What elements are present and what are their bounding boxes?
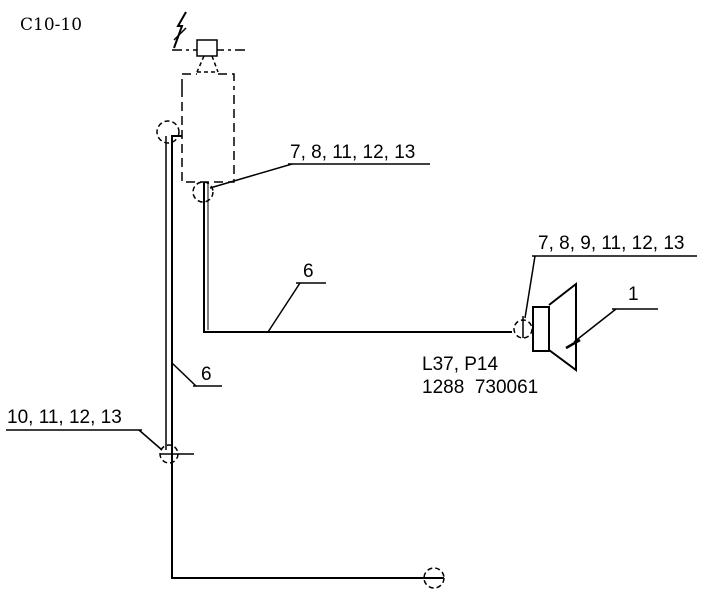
wire-to-speaker	[203, 182, 512, 333]
callout-top-fitting: 7, 8, 11, 12, 13	[209, 142, 430, 189]
callout-left-fitting-label: 10, 11, 12, 13	[7, 407, 122, 428]
figure-code: C10-10	[20, 15, 82, 35]
callout-speaker-label: 1	[628, 284, 639, 305]
callout-left-fitting: 10, 11, 12, 13	[6, 407, 163, 451]
callout-right-fitting-label: 7, 8, 9, 11, 12, 13	[538, 233, 684, 254]
wire-left-main	[171, 135, 424, 579]
module-bottom-fitting	[192, 181, 214, 203]
left-mid-fitting	[159, 444, 194, 464]
part-number-note-line2: 1288 730061	[422, 377, 538, 398]
top-connector-box	[196, 39, 218, 57]
callout-hose-upper: 6	[267, 261, 326, 333]
ground-symbol	[173, 11, 187, 49]
callout-hose-lower-label: 6	[201, 364, 212, 385]
left-top-fitting	[156, 120, 180, 144]
callout-right-fitting: 7, 8, 9, 11, 12, 13	[524, 233, 697, 319]
speaker	[532, 281, 581, 372]
callout-hose-lower: 6	[171, 362, 222, 387]
callout-hose-upper-label: 6	[303, 261, 314, 282]
control-module-outline	[181, 73, 235, 183]
callout-speaker: 1	[573, 284, 658, 343]
bottom-connector	[423, 567, 445, 589]
callout-top-fitting-label: 7, 8, 11, 12, 13	[290, 142, 415, 163]
box-to-module-dashed-link	[196, 55, 219, 73]
part-number-note-line1: L37, P14	[422, 354, 498, 375]
